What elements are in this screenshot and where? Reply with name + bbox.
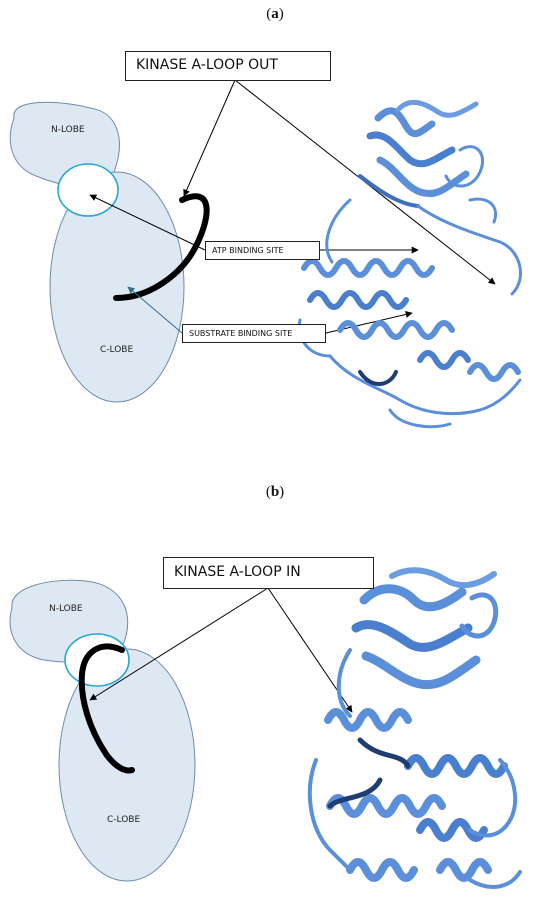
panel-a-letter: a [271, 6, 279, 22]
panel-b-letter: b [270, 484, 280, 500]
atp-binding-site-box: ATP BINDING SITE [205, 241, 320, 260]
panel-b-schematic [9, 579, 196, 882]
a-loop-in [78, 643, 135, 774]
protein-structure-b [307, 567, 522, 889]
panel-a-label: (a) [266, 6, 284, 22]
c-lobe-label-a: C-LOBE [100, 345, 134, 355]
c-lobe-label-b: C-LOBE [107, 815, 141, 825]
title-box-a-loop-out: KINASE A-LOOP OUT [125, 51, 331, 81]
atp-pocket-a [57, 163, 119, 217]
title-box-a-loop-in: KINASE A-LOOP IN [163, 557, 374, 589]
protein-structure-a [297, 99, 522, 429]
substrate-binding-site-box: SUBSTRATE BINDING SITE [182, 324, 326, 343]
panel-b-label: (b) [265, 484, 285, 500]
n-lobe-label-b: N-LOBE [49, 604, 83, 614]
atp-pocket-b [64, 633, 130, 687]
panel-a-schematic [9, 101, 210, 403]
c-lobe-shape-a [49, 171, 185, 403]
n-lobe-label-a: N-LOBE [51, 125, 85, 135]
